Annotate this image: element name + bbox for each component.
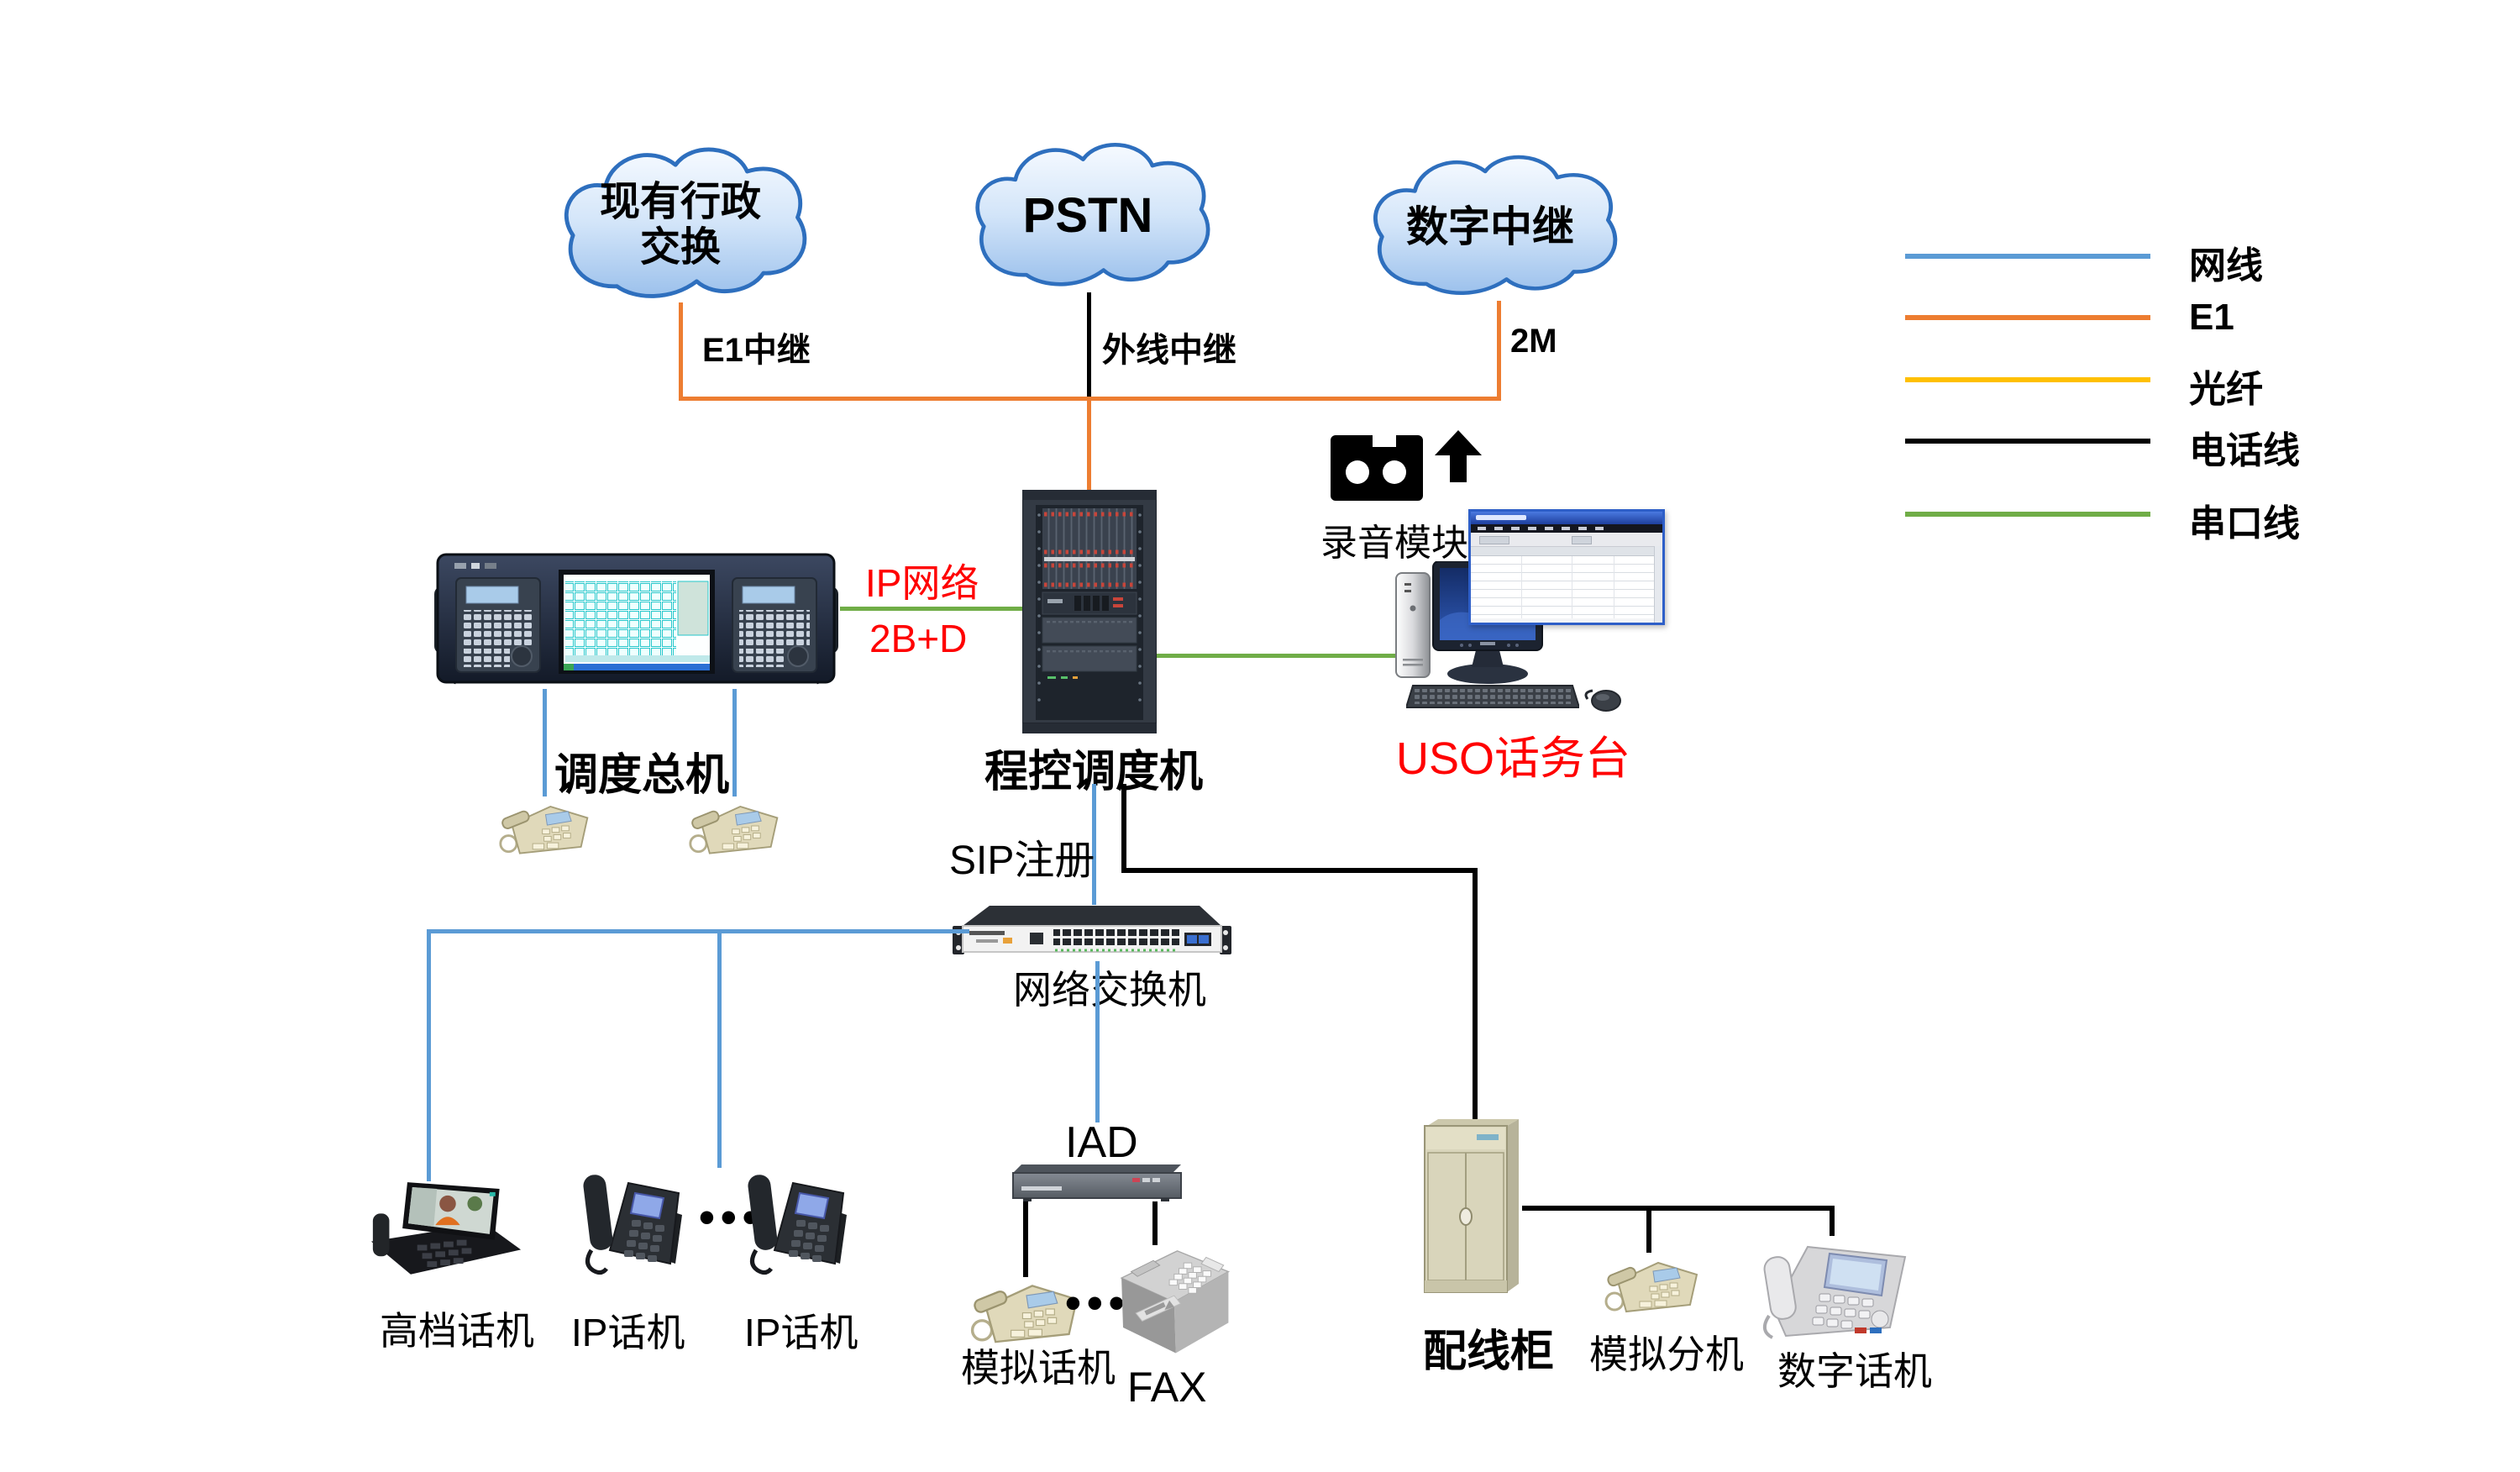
label-dispatch-console: 调度总机 (554, 751, 730, 800)
digital-phone-image (1762, 1245, 1907, 1339)
label-recording-module: 录音模块 (1320, 523, 1468, 564)
legend-swatch-e1 (1905, 315, 2150, 320)
cloud-digital-label: 数字中继 (1406, 203, 1574, 250)
arrow-up-icon (1435, 430, 1482, 482)
line-console-phone-right (732, 689, 737, 796)
line-rack-pc-serial (1157, 654, 1398, 658)
line-pstn-vertical (1087, 292, 1091, 400)
pbx-rack-image (1022, 490, 1157, 733)
line-cabinet-analog-ext (1646, 1206, 1651, 1253)
label-e1-trunk: E1中继 (702, 332, 811, 369)
legend-item-phone-line: 电话线 (1905, 420, 2493, 471)
network-switch-image (953, 906, 1231, 954)
line-e1-vertical (679, 302, 683, 400)
cassette-icon (1331, 435, 1423, 501)
legend-label-serial: 串口线 (2189, 503, 2300, 544)
analog-extension-image (1604, 1261, 1698, 1313)
cloud-digital-trunk: 数字中继 (1359, 147, 1621, 307)
dispatch-console-image (434, 553, 838, 685)
legend-item-network-cable: 网线 (1905, 235, 2493, 287)
line-rack-cabinet-v2 (1473, 868, 1478, 1120)
label-fax: FAX (1127, 1364, 1207, 1411)
desk-phone-image (689, 805, 779, 854)
cloud-admin-exchange: 现有行政 交换 (550, 139, 811, 311)
line-console-rack-serial (840, 607, 1024, 611)
desk-phone-image (499, 805, 589, 854)
line-switch-iad (1095, 961, 1100, 1122)
line-drop-premium-phone (427, 929, 431, 1181)
analog-phone-image (970, 1285, 1079, 1343)
ip-phone-image (748, 1175, 847, 1275)
app-toolbar (1471, 533, 1662, 547)
label-iad: IAD (1065, 1118, 1138, 1167)
line-cabinet-digital-phone (1830, 1206, 1835, 1236)
label-outside-trunk: 外线中继 (1102, 332, 1236, 369)
label-analog-extension: 模拟分机 (1589, 1333, 1744, 1376)
label-2bd: 2B+D (869, 617, 968, 660)
cloud-icon (564, 147, 807, 298)
label-sip-register: SIP注册 (949, 839, 1095, 883)
cloud-admin-line2: 交换 (639, 224, 721, 270)
line-e1-to-rack (1087, 401, 1091, 493)
app-menu-bar (1471, 524, 1662, 533)
line-drop-ip-phones (717, 929, 722, 1168)
wiring-cabinet-image (1424, 1119, 1519, 1293)
label-ip-phone-2: IP话机 (744, 1311, 858, 1354)
label-network-switch: 网络交换机 (1013, 968, 1206, 1012)
line-console-phone-left (543, 689, 547, 796)
legend-swatch-serial (1905, 512, 2150, 517)
label-2m: 2M (1510, 323, 1557, 360)
cloud-pstn: PSTN (962, 134, 1214, 298)
line-iad-fax (1152, 1201, 1158, 1245)
label-analog-phone: 模拟话机 (961, 1346, 1116, 1390)
premium-phone-image (370, 1182, 522, 1275)
label-uso-console: USO话务台 (1396, 733, 1631, 784)
label-ip-phone-1: IP话机 (571, 1311, 685, 1354)
iad-image (1012, 1164, 1182, 1201)
legend-swatch-phone-line (1905, 439, 2150, 444)
cloud-pstn-label: PSTN (1022, 188, 1153, 244)
ellipsis-ip-phones: ••• (699, 1192, 764, 1243)
pc-tower-image (1395, 572, 1431, 678)
legend-swatch-fiber (1905, 377, 2150, 382)
line-rack-switch (1092, 784, 1096, 905)
label-ip-network: IP网络 (865, 561, 979, 605)
ip-phone-image (583, 1175, 682, 1275)
app-scrollbar (1654, 546, 1662, 623)
legend-item-serial: 串口线 (1905, 493, 2493, 544)
cloud-icon (1373, 155, 1618, 295)
legend-label-phone-line: 电话线 (2189, 430, 2300, 471)
line-rack-cabinet-h (1121, 868, 1478, 873)
ellipsis-analog-fax: ••• (1065, 1278, 1131, 1328)
legend-label-fiber: 光纤 (2189, 369, 2263, 410)
keyboard-image (1406, 685, 1579, 708)
label-wiring-cabinet: 配线柜 (1423, 1327, 1555, 1376)
operator-app-window (1468, 509, 1665, 625)
fax-image (1120, 1250, 1231, 1354)
cloud-admin-line1: 现有行政 (599, 179, 761, 224)
line-cabinet-bus (1522, 1206, 1835, 1211)
legend-item-fiber: 光纤 (1905, 359, 2493, 410)
legend-swatch-network (1905, 254, 2150, 259)
app-title-bar (1471, 512, 1662, 524)
label-premium-phone: 高档话机 (380, 1309, 534, 1353)
cloud-icon (975, 143, 1210, 287)
app-table-rows (1471, 556, 1662, 618)
legend-label-e1: E1 (2189, 297, 2234, 338)
line-iad-analog-phone (1023, 1201, 1028, 1277)
line-rack-cabinet-v1 (1121, 784, 1126, 871)
line-switch-left-bus (427, 929, 969, 933)
label-digital-phone: 数字话机 (1777, 1349, 1932, 1393)
legend-item-e1: E1 (1905, 297, 2493, 340)
line-2m-vertical (1497, 301, 1501, 400)
mouse-image (1584, 689, 1621, 712)
legend-label-network: 网线 (2189, 245, 2263, 287)
line-e1-bus-horizontal (679, 397, 1501, 401)
app-table-header (1471, 547, 1662, 556)
